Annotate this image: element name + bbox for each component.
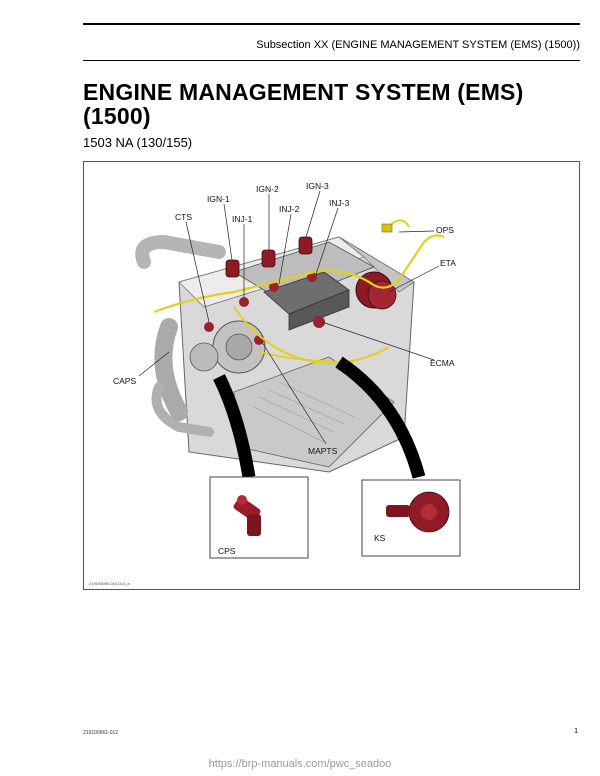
subsection-header: Subsection XX (ENGINE MANAGEMENT SYSTEM … (256, 39, 580, 51)
label-ops: OPS (436, 225, 454, 235)
label-inj-3: INJ-3 (329, 198, 350, 208)
model-subtitle: 1503 NA (130/155) (83, 135, 193, 150)
label-ks: KS (374, 533, 386, 543)
label-mapts: MAPTS (308, 446, 338, 456)
callout-leaders (138, 190, 440, 445)
cps-inset (209, 476, 309, 559)
ks-sensor-image (386, 491, 450, 533)
label-caps: CAPS (113, 376, 136, 386)
label-ign-2: IGN-2 (256, 184, 279, 194)
figure-id: 219100950-015-013_a (89, 581, 130, 586)
label-ign-1: IGN-1 (207, 194, 230, 204)
footer-url[interactable]: https://brp-manuals.com/pwc_seadoo (208, 758, 392, 770)
page-number: 1 (574, 728, 578, 735)
label-inj-1: INJ-1 (232, 214, 253, 224)
callout-labels: IGN-1 IGN-2 IGN-3 INJ-1 INJ-2 INJ-3 CTS … (113, 181, 456, 556)
ks-inset (361, 479, 461, 557)
label-cps: CPS (218, 546, 236, 556)
label-eta: ETA (440, 258, 456, 268)
label-inj-2: INJ-2 (279, 204, 300, 214)
header-rule (83, 23, 580, 25)
cps-sensor-image (233, 495, 261, 536)
label-ecma: ECMA (430, 358, 455, 368)
label-cts: CTS (175, 212, 192, 222)
header-divider (83, 60, 580, 61)
engine-illustration: IGN-1 IGN-2 IGN-3 INJ-1 INJ-2 INJ-3 CTS … (113, 181, 461, 559)
inset-connectors (213, 356, 426, 479)
document-id: 219100961-012 (83, 730, 119, 736)
label-ign-3: IGN-3 (306, 181, 329, 191)
engine-illustration-figure: IGN-1 IGN-2 IGN-3 INJ-1 INJ-2 INJ-3 CTS … (83, 161, 580, 590)
page-title: ENGINE MANAGEMENT SYSTEM (EMS) (1500) (83, 79, 524, 129)
